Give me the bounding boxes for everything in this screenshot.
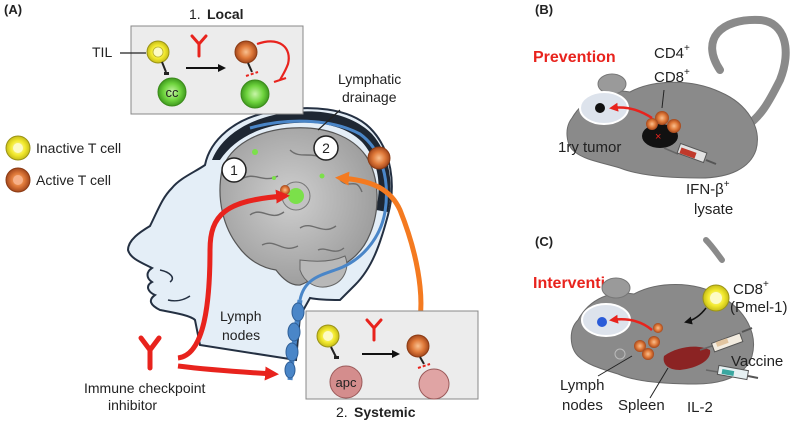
- lymph-nodes-label-line2: nodes: [222, 327, 260, 343]
- syringe-b-icon: [663, 142, 717, 165]
- lymphatic-pointer: [317, 109, 341, 131]
- systemic-active-t-cell: [406, 334, 430, 358]
- route-2-label: 2: [322, 140, 330, 156]
- icb-label-line1: Immune checkpoint: [84, 380, 206, 396]
- vaccine-label: Vaccine: [731, 353, 783, 370]
- local-inhibition-arrow: [256, 40, 290, 81]
- systemic-apc-cell: [329, 365, 363, 399]
- icb-label-line2: inhibitor: [108, 397, 157, 413]
- legend-inactive-label: Inactive T cell: [36, 140, 121, 156]
- icb-to-lymph-arrow: [177, 363, 279, 381]
- c-lymph-nodes-line2: nodes: [562, 397, 603, 414]
- route-1-circle: [221, 157, 247, 183]
- systemic-antibody-icon: [365, 318, 383, 342]
- panel-label-b: (B): [535, 2, 553, 17]
- route-2-circle: [313, 135, 339, 161]
- local-killed-cc: [240, 79, 270, 109]
- c-lymph-nodes-line1: Lymph: [560, 377, 604, 394]
- il2-label: IL-2: [687, 399, 713, 416]
- svg-text:×: ×: [655, 131, 661, 143]
- local-title-word: Local: [207, 6, 244, 22]
- lymphatic-label-line1: Lymphatic: [338, 71, 401, 87]
- syringe-il2-icon: [705, 364, 759, 381]
- local-box: [130, 25, 304, 115]
- mouse-c: [570, 237, 754, 385]
- pmel-label: (Pmel-1): [730, 299, 788, 316]
- c-lymph-pointer: [597, 355, 633, 377]
- pmel-injection-arrow: [684, 307, 707, 325]
- legend-active-label: Active T cell: [36, 172, 111, 188]
- antibody-icon: [190, 34, 208, 58]
- lysate-label: lysate: [694, 201, 733, 218]
- active-t-cell-floating: [367, 146, 391, 170]
- spleen-label: Spleen: [618, 397, 665, 414]
- ifn-label: IFN-β+: [686, 179, 730, 198]
- route-1-arrow: [177, 189, 290, 361]
- systemic-title-word: Systemic: [354, 404, 416, 420]
- lymphatic-vessel: [249, 119, 388, 301]
- local-title-num: 1.: [189, 6, 201, 22]
- apc-label: apc: [336, 375, 357, 390]
- local-cancer-cell-cc: [157, 77, 187, 107]
- cd4-label: CD4+: [654, 43, 690, 62]
- systemic-apc-cell-2: [418, 368, 450, 400]
- spleen-pointer: [649, 367, 669, 399]
- panel-label-c: (C): [535, 234, 553, 249]
- lymph-nodes-label-line1: Lymph: [220, 308, 262, 324]
- intervention-migration-arrow: [609, 314, 653, 331]
- icb-antibody-icon: [138, 335, 162, 371]
- prevention-migration-arrow: [609, 102, 653, 120]
- cd-pointer: [661, 89, 665, 109]
- local-active-t-cell: [234, 40, 258, 64]
- lymph-nodes-chain: [284, 299, 305, 381]
- cd8-label-c: CD8+: [733, 279, 769, 298]
- tumor-label: 1ry tumor: [558, 139, 621, 156]
- cd8-label-b: CD8+: [654, 67, 690, 86]
- systemic-title-num: 2.: [336, 404, 348, 420]
- route-1-label: 1: [230, 162, 238, 178]
- panel-label-a: (A): [4, 2, 22, 17]
- prevention-title: Prevention: [533, 49, 616, 66]
- lymphatic-label-line2: drainage: [342, 89, 397, 105]
- syringe-vaccine-icon: [699, 327, 753, 353]
- cc-label: cc: [166, 85, 180, 100]
- til-label: TIL: [92, 44, 112, 60]
